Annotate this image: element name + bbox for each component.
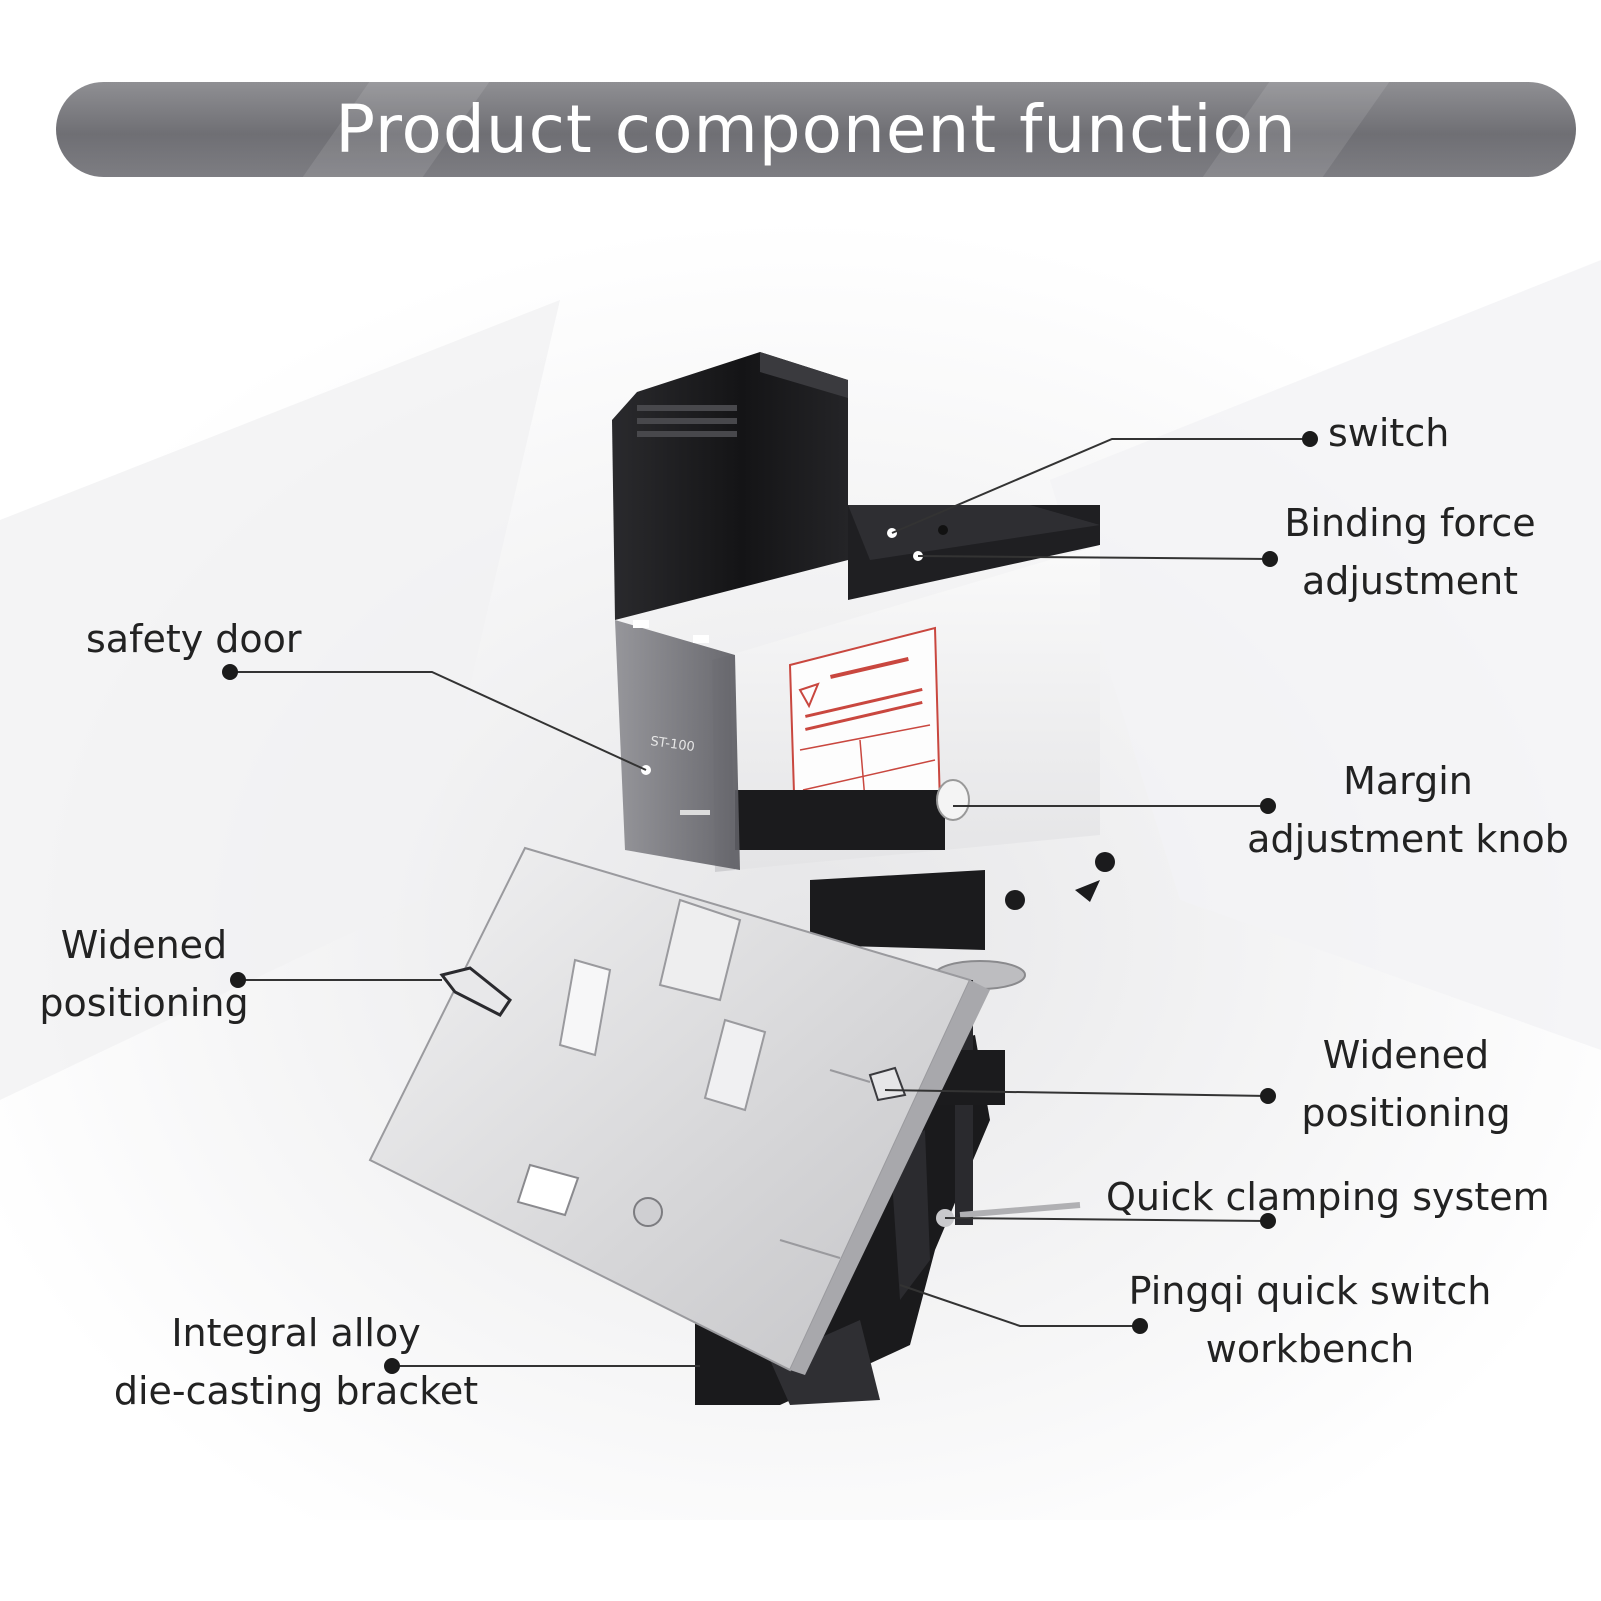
callout-line: Pingqi quick switch: [1128, 1269, 1492, 1313]
callout-safety-door: safety door: [86, 610, 302, 668]
callout-dot: [1302, 431, 1318, 447]
callout-dot: [1260, 1088, 1276, 1104]
callout-line: Binding force: [1284, 501, 1536, 545]
callout-dot: [222, 664, 238, 680]
callout-line: safety door: [86, 617, 302, 661]
leader-safety-door: [230, 671, 647, 771]
leader-pingqi: [899, 1284, 1140, 1327]
callout-line: adjustment: [1301, 559, 1519, 603]
callout-widened-left: Widened positioning: [14, 916, 274, 1032]
callout-margin-knob: Margin adjustment knob: [1218, 752, 1598, 868]
title-banner: Product component function: [56, 82, 1576, 177]
callout-bracket: Integral alloy die-casting bracket: [86, 1304, 506, 1420]
callout-quick-clamp: Quick clamping system: [1106, 1168, 1550, 1226]
leader-switch: [891, 438, 1310, 534]
callout-line: Widened: [1322, 1033, 1490, 1077]
motor-housing: [612, 352, 1100, 620]
callout-line: Integral alloy: [171, 1311, 421, 1355]
callout-dot: [1132, 1318, 1148, 1334]
model-label: ST-100: [649, 734, 695, 755]
callout-line: positioning: [39, 981, 249, 1025]
callout-pingqi: Pingqi quick switch workbench: [1090, 1262, 1530, 1378]
margin-knob: [936, 779, 970, 821]
callout-dot: [384, 1358, 400, 1374]
callout-dot: [230, 972, 246, 988]
callout-line: switch: [1328, 411, 1450, 455]
callout-line: Margin: [1343, 759, 1473, 803]
callout-dot: [1260, 1213, 1276, 1229]
leader-widened-right: [884, 1089, 1269, 1097]
callout-line: Quick clamping system: [1106, 1175, 1550, 1219]
callout-widened-right: Widened positioning: [1276, 1026, 1536, 1142]
callout-dot: [1262, 551, 1278, 567]
callout-line: die-casting bracket: [113, 1369, 479, 1413]
callout-line: workbench: [1205, 1327, 1415, 1371]
banner-title: Product component function: [335, 91, 1297, 168]
leader-quick-clamp: [944, 1217, 1269, 1222]
callout-binding-force: Binding force adjustment: [1250, 494, 1570, 610]
callout-line: Widened: [60, 923, 228, 967]
callout-switch: switch: [1328, 404, 1449, 462]
callout-dot: [1260, 798, 1276, 814]
leader-binding-force: [917, 555, 1271, 560]
workbench-plate: [368, 846, 990, 1375]
callout-line: positioning: [1301, 1091, 1511, 1135]
callout-line: adjustment knob: [1247, 817, 1569, 861]
